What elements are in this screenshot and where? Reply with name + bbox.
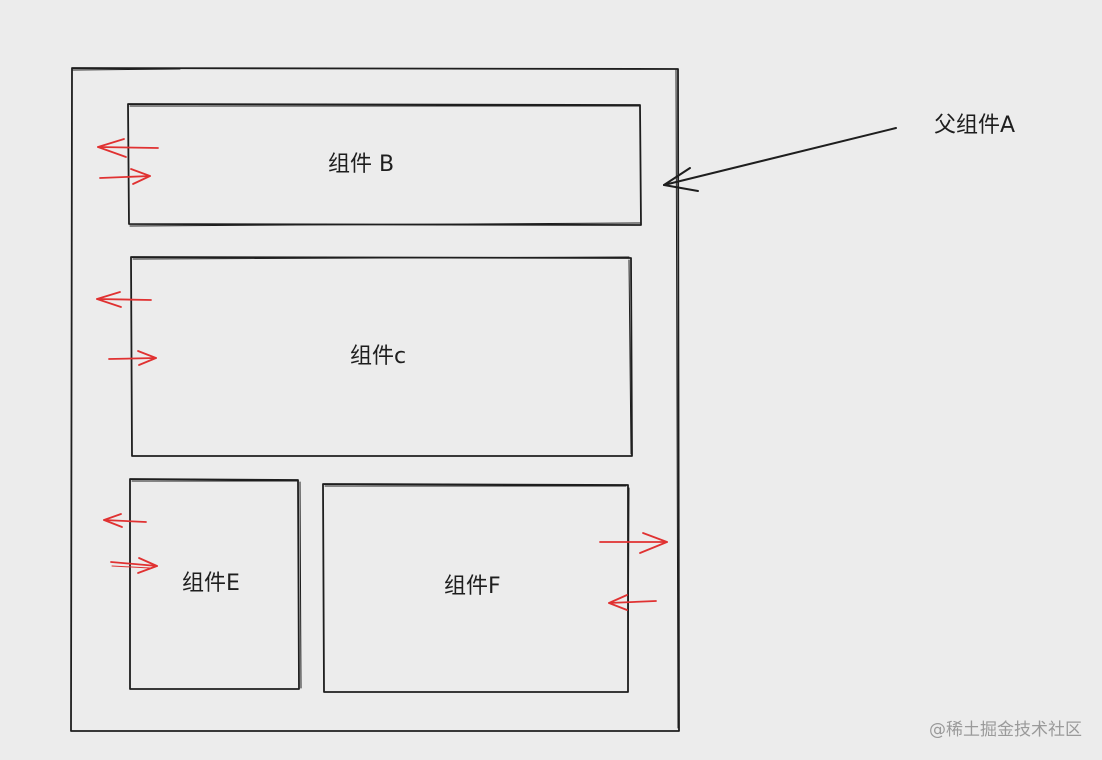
node-b-in-arrow <box>99 168 151 185</box>
node-e-label: 组件E <box>182 571 240 596</box>
node-c-label: 组件c <box>350 344 407 369</box>
parent-label: 父组件A <box>934 113 1016 138</box>
watermark: @稀土掘金技术社区 <box>929 720 1082 740</box>
node-b-out-arrow <box>97 138 159 158</box>
node-e-in-arrow <box>110 557 158 574</box>
node-b-box <box>127 103 642 227</box>
node-f-box <box>322 483 630 693</box>
node-c-box <box>130 256 633 457</box>
node-c-in-arrow <box>108 350 157 366</box>
parent-pointer-arrow <box>663 127 897 192</box>
parent-container-a <box>70 67 680 732</box>
node-b-label: 组件 B <box>328 152 395 177</box>
node-e-box <box>129 478 302 690</box>
node-c-out-arrow <box>96 291 152 308</box>
node-f-out-arrow <box>599 532 668 554</box>
node-e-out-arrow <box>103 513 147 528</box>
node-f-in-arrow <box>608 594 657 611</box>
node-f-label: 组件F <box>444 574 501 599</box>
